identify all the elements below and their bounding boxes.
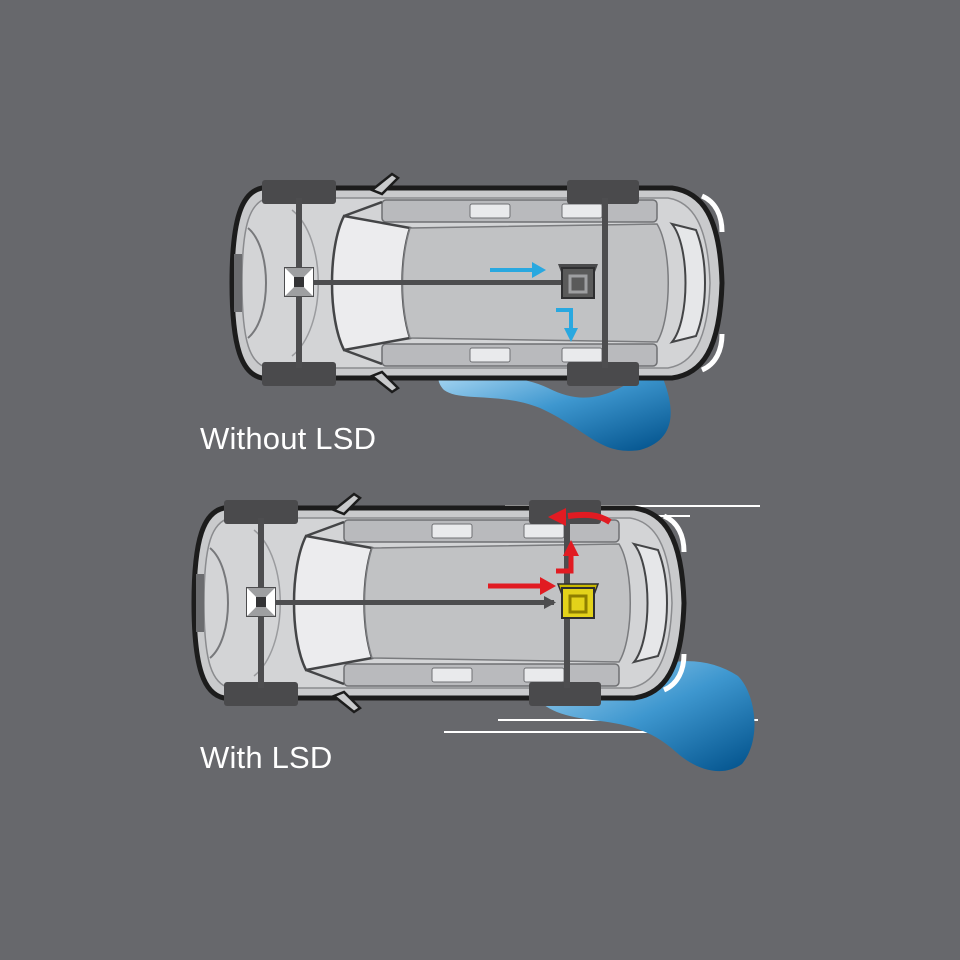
rear-differential-lsd [556,583,600,619]
torque-arrows-top [490,262,578,342]
skid-mark-bottom [532,661,755,772]
label-without-lsd: Without LSD [200,421,377,456]
skid-mark-top [438,374,671,451]
car-with-lsd [194,494,684,712]
label-with-lsd: With LSD [200,740,333,775]
torque-arrows-bottom [488,508,612,595]
rear-differential-open [558,264,598,299]
car-without-lsd [232,174,722,392]
